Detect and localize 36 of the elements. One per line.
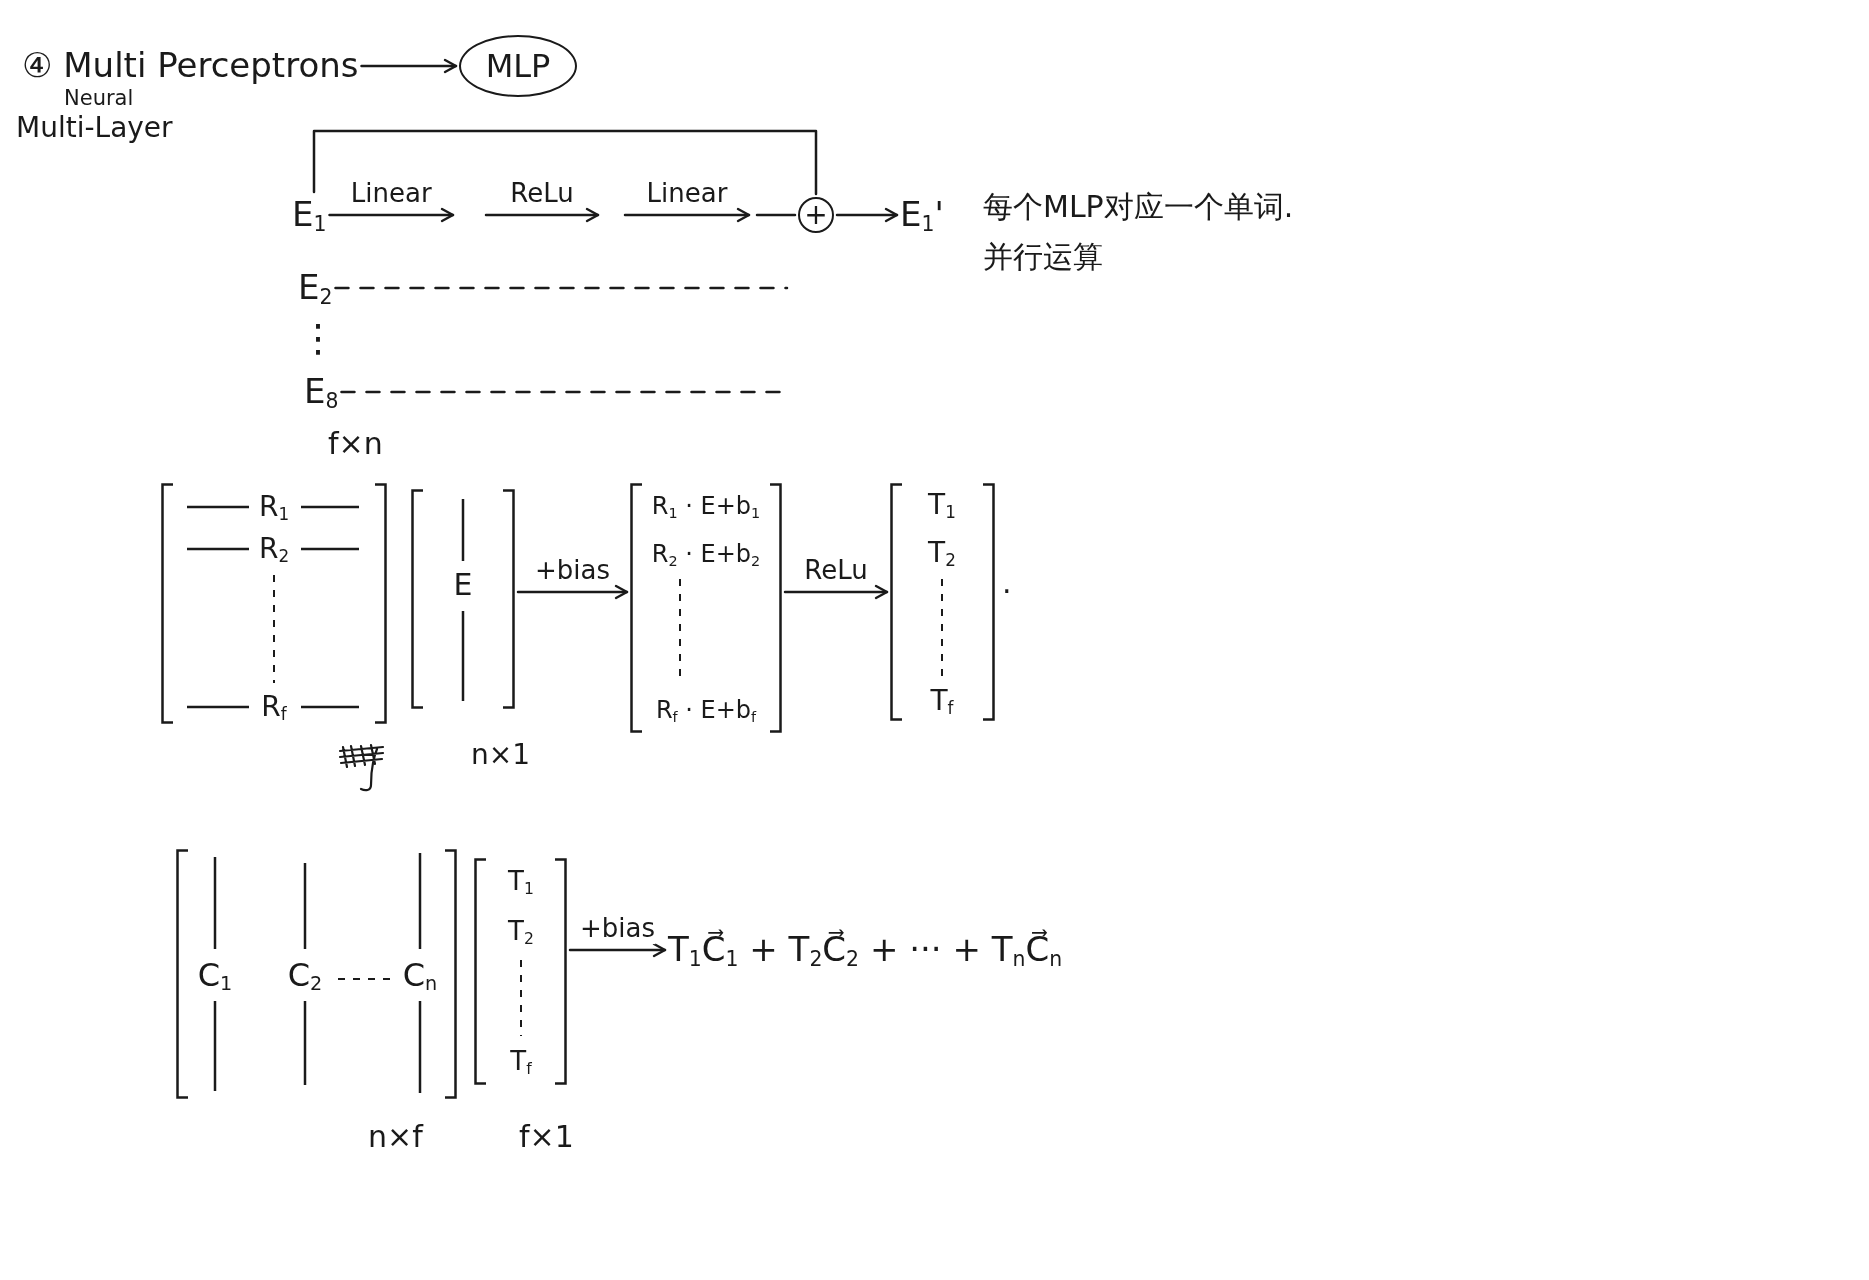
arrow xyxy=(783,584,889,600)
arrow xyxy=(360,58,458,74)
embedding-label: E$_{2}$ xyxy=(298,268,333,308)
connector-line xyxy=(312,129,818,196)
addition-circle: + xyxy=(798,197,834,233)
vertical-ellipsis: ⋮ xyxy=(299,317,337,361)
circled-term: MLP xyxy=(459,35,577,97)
dimension-label: n×f xyxy=(368,1120,423,1155)
edge-label: +bias xyxy=(580,914,655,944)
matrix-entry: T$_{2}$ xyxy=(508,917,534,947)
note-text: 每个MLP对应一个单词. xyxy=(983,190,1294,225)
step-label: ReLu xyxy=(510,179,574,209)
note-text: 并行运算 xyxy=(983,240,1103,275)
annotation-text: Multi-Layer xyxy=(16,112,173,145)
arrow xyxy=(516,584,629,600)
arrow xyxy=(328,207,455,223)
dimension-label: n×1 xyxy=(471,739,531,772)
arrow xyxy=(568,942,667,958)
formula-text: T$_{1}$C⃗$_{1}$ + T$_{2}$C⃗$_{2}$ + ··· + T$_{n}$C⃗$_{n}$ xyxy=(668,924,1063,975)
dimension-label: f×n xyxy=(328,427,383,462)
matrix-entry: R$_{2}$ · E+b$_{2}$ xyxy=(651,541,761,569)
output-embedding-label: E$_{1}$' xyxy=(900,195,944,235)
period-mark: . xyxy=(1002,566,1012,601)
dimension-label: f×1 xyxy=(519,1120,574,1155)
matrix-entry: T$_{f}$ xyxy=(510,1047,532,1077)
matrix-entry: R$_{f}$ · E+b$_{f}$ xyxy=(655,697,757,725)
arrow xyxy=(835,207,899,223)
embedding-label: E$_{1}$ xyxy=(292,195,327,235)
heading-text: ④ Multi Perceptrons xyxy=(22,46,359,86)
embedding-label: E$_{8}$ xyxy=(304,372,339,412)
connector-line xyxy=(755,213,797,217)
matrix-entry: R$_{1}$ · E+b$_{1}$ xyxy=(651,493,761,521)
annotation-text: Neural xyxy=(64,86,134,111)
step-label: Linear xyxy=(646,179,728,209)
matrix-entry: T$_{1}$ xyxy=(508,867,534,897)
dashed-line xyxy=(334,286,789,290)
